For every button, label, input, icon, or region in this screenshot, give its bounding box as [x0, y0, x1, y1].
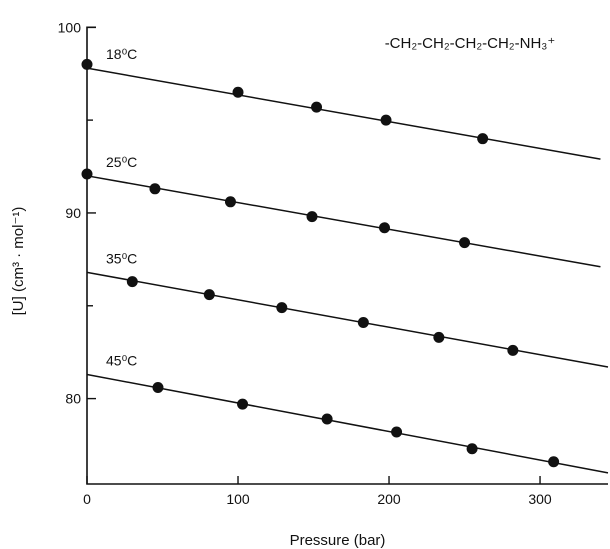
data-point	[477, 133, 489, 145]
data-point	[126, 276, 138, 288]
x-axis-title: Pressure (bar)	[290, 532, 386, 549]
series-label: 45⁰C	[106, 352, 137, 368]
data-point	[232, 86, 244, 98]
molecule-annotation: -CH₂-CH₂-CH₂-CH₂-NH₃⁺	[385, 35, 556, 52]
series-labels: 18⁰C 25⁰C 35⁰C 45⁰C	[106, 46, 137, 368]
data-point	[433, 331, 445, 343]
data-point	[306, 211, 318, 223]
data-point	[152, 381, 164, 393]
y-axis-title: [U] (cm³ · mol⁻¹)	[10, 207, 27, 316]
axes	[86, 26, 608, 485]
data-point	[149, 183, 161, 195]
data-points	[81, 58, 560, 468]
series-label: 18⁰C	[106, 46, 137, 62]
fit-line	[86, 175, 601, 268]
fit-line	[86, 373, 609, 474]
x-tick-label: 100	[226, 491, 250, 507]
fit-line	[86, 271, 609, 368]
y-tick-label: 80	[65, 391, 81, 407]
x-tick-label: 200	[377, 491, 401, 507]
ticks: 0 100 200 300 80 90 100	[58, 19, 552, 507]
data-point	[391, 426, 403, 438]
data-point	[466, 443, 478, 455]
axis-frame	[86, 26, 608, 485]
data-point	[321, 413, 333, 425]
fit-lines	[86, 67, 609, 474]
data-point	[507, 344, 519, 356]
data-point	[380, 114, 392, 126]
data-point	[378, 222, 390, 234]
data-point	[311, 101, 323, 113]
x-tick-label: 300	[528, 491, 552, 507]
data-point	[459, 237, 471, 249]
y-tick-label: 100	[58, 19, 82, 35]
data-point	[357, 316, 369, 328]
data-point	[548, 456, 560, 468]
series-label: 35⁰C	[106, 250, 137, 266]
series-label: 25⁰C	[106, 154, 137, 170]
data-point	[224, 196, 236, 208]
y-tick-label: 90	[65, 205, 81, 221]
data-point	[237, 398, 249, 410]
x-tick-label: 0	[83, 491, 91, 507]
data-point	[276, 302, 288, 314]
data-point	[203, 289, 215, 301]
fit-line	[86, 67, 601, 160]
